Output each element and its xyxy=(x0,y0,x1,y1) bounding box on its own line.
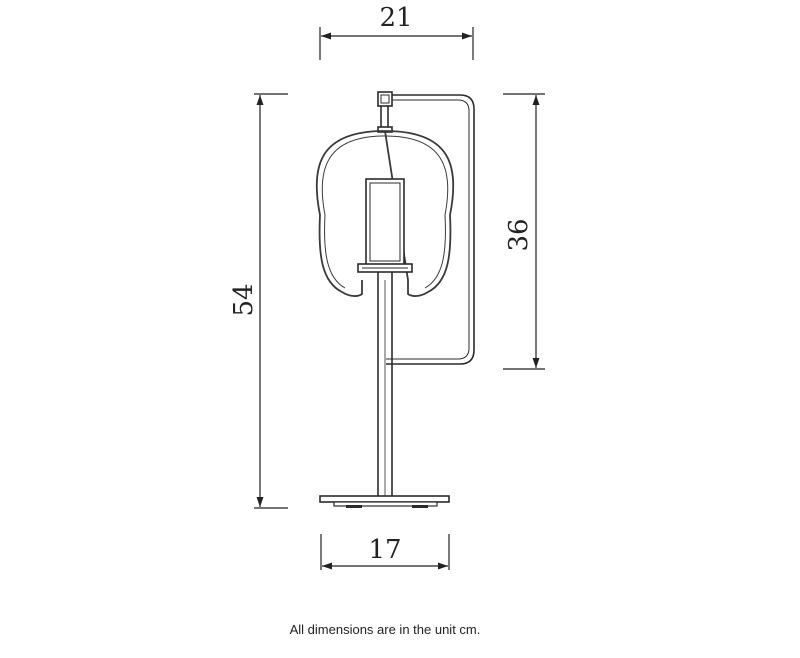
lamp-base-foot xyxy=(333,501,438,507)
dimensions-footnote: All dimensions are in the unit cm. xyxy=(289,622,481,637)
arm-height-dimension xyxy=(503,93,545,370)
total-height-label: 54 xyxy=(229,283,259,316)
top-width-label: 21 xyxy=(379,3,412,33)
total-height-dimension xyxy=(254,93,288,509)
lamp-base-plate xyxy=(319,495,450,503)
lamp-glass-inner-edge xyxy=(321,135,449,289)
lamp-base-pad-left xyxy=(346,505,362,508)
lamp-top-connector-inner xyxy=(380,94,390,104)
lamp-arm-inner xyxy=(386,99,470,360)
lamp-arm xyxy=(386,94,475,365)
base-width-dimension xyxy=(320,534,450,570)
top-width-dimension xyxy=(319,27,474,60)
lamp-light-cylinder xyxy=(365,178,405,266)
lamp-base-pad-right xyxy=(412,505,428,508)
lamp-glass-shade xyxy=(315,130,455,297)
base-width-label: 17 xyxy=(368,535,401,565)
lamp xyxy=(315,91,475,508)
lamp-light-cylinder-inner xyxy=(369,182,401,262)
arm-height-label: 36 xyxy=(504,218,534,251)
lamp-top-connector xyxy=(377,91,393,107)
